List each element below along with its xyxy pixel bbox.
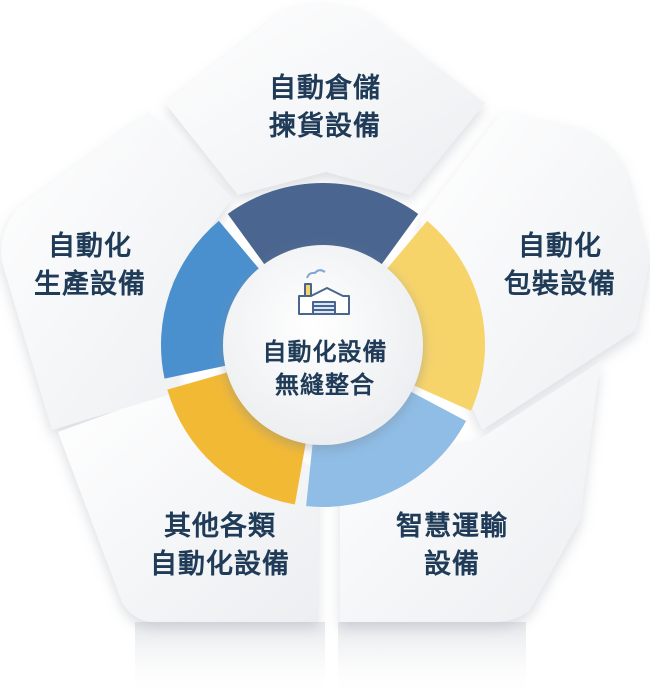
center-label-line1: 自動化設備 <box>262 338 388 366</box>
center-label: 自動化設備 無縫整合 <box>225 336 425 402</box>
label-storage-line2: 揀貨設備 <box>269 111 381 142</box>
center-label-line2: 無縫整合 <box>275 371 375 399</box>
label-other-line1: 其他各類 <box>164 511 276 542</box>
label-other: 其他各類 自動化設備 <box>115 508 325 584</box>
petal-storage <box>165 4 485 195</box>
ring-segment-other <box>167 372 306 505</box>
ring-segment-packaging <box>385 220 485 411</box>
label-packaging-line2: 包裝設備 <box>504 269 616 300</box>
ring-segment-production <box>161 220 261 379</box>
label-transport: 智慧運輸 設備 <box>362 508 542 584</box>
floor-reflection <box>135 622 526 699</box>
label-storage-line1: 自動倉儲 <box>269 73 381 104</box>
segment-ring <box>161 183 485 507</box>
ring-segment-transport <box>306 391 467 507</box>
label-packaging-line1: 自動化 <box>518 231 602 262</box>
label-storage: 自動倉儲 揀貨設備 <box>222 70 428 146</box>
ring-segment-storage <box>227 183 419 266</box>
label-transport-line2: 設備 <box>424 549 480 580</box>
center-disk <box>223 245 423 445</box>
label-production-line1: 自動化 <box>48 231 132 262</box>
label-production-line2: 生產設備 <box>34 269 146 300</box>
label-production: 自動化 生產設備 <box>10 228 170 304</box>
label-other-line2: 自動化設備 <box>150 549 290 580</box>
petal-transport <box>340 362 600 622</box>
label-transport-line1: 智慧運輸 <box>396 511 508 542</box>
factory-icon <box>298 269 350 315</box>
label-packaging: 自動化 包裝設備 <box>480 228 640 304</box>
